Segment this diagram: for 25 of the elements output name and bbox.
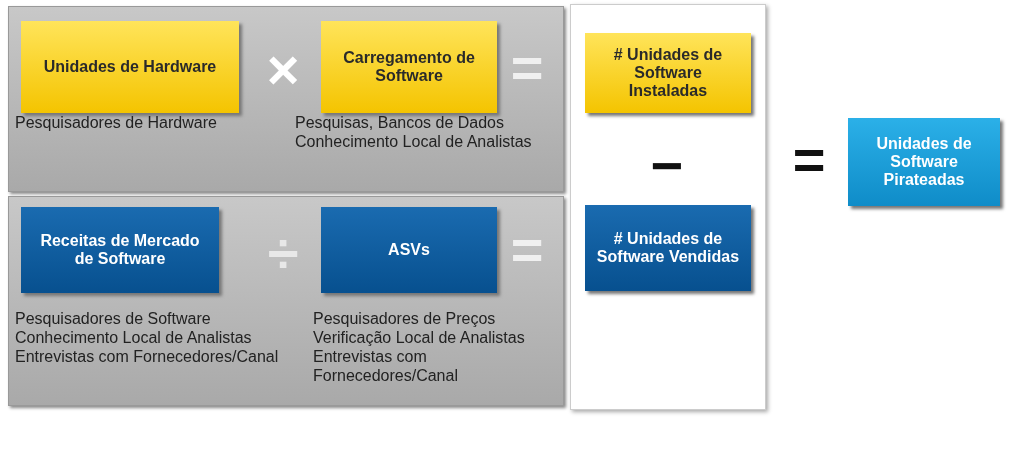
source-note: Verificação Local de Analistas [313, 328, 526, 347]
pirated-units-box: Unidades de Software Pirateadas [848, 118, 1000, 206]
source-note: Pesquisas, Bancos de Dados [295, 113, 505, 132]
source-note: Pesquisadores de Hardware [15, 113, 218, 132]
panel-background [8, 6, 564, 192]
minus-sign: − [649, 138, 685, 194]
source-note: Entrevistas com Fornecedores/Canal [313, 347, 459, 385]
source-note: Pesquisadores de Preços [313, 309, 497, 328]
source-note: Conhecimento Local de Analistas [295, 132, 533, 151]
hardware-units-box: Unidades de Hardware [21, 21, 239, 113]
equals-sign: = [509, 40, 545, 96]
software-load-box: Carregamento de Software [321, 21, 497, 113]
source-note: Pesquisadores de Software [15, 309, 212, 328]
equals-sign: = [509, 222, 545, 278]
asv-box: ASVs [321, 207, 497, 293]
multiply-sign: × [265, 42, 301, 98]
market-revenue-box: Receitas de Mercado de Software [21, 207, 219, 293]
source-note: Entrevistas com Fornecedores/Canal [15, 347, 280, 366]
sold-units-box: # Unidades de Software Vendidas [585, 205, 751, 291]
column-background [570, 4, 766, 410]
divide-sign: ÷ [266, 226, 300, 282]
source-note: Conhecimento Local de Analistas [15, 328, 253, 347]
panel-background [8, 196, 564, 406]
equals-sign: = [791, 132, 827, 188]
installed-units-box: # Unidades de Software Instaladas [585, 33, 751, 113]
